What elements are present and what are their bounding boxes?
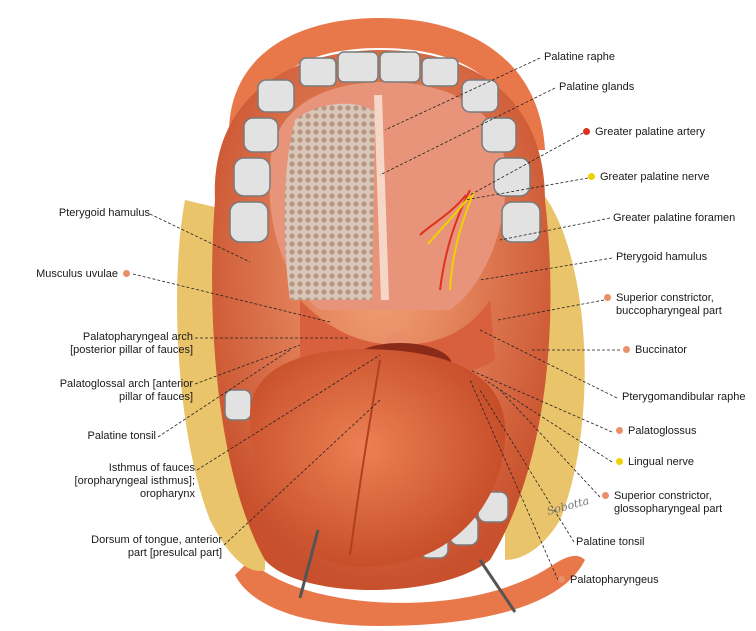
- left-retractor: [298, 529, 320, 599]
- label-palatopharyngeal-arch: Palatopharyngeal arch [posterior pillar …: [70, 331, 193, 356]
- label-greater-palatine-artery: Greater palatine artery: [583, 126, 705, 139]
- muscle-dot-icon: [616, 427, 623, 434]
- label-palatine-glands: Palatine glands: [559, 81, 635, 93]
- nerve-dot-icon: [588, 173, 595, 180]
- label-greater-palatine-foramen: Greater palatine foramen: [613, 212, 736, 224]
- artery-dot-icon: [583, 128, 590, 135]
- right-retractor: [478, 559, 517, 613]
- label-palatoglossus: Palatoglossus: [616, 425, 697, 438]
- upper-teeth: [229, 51, 541, 243]
- lower-lip: [235, 555, 585, 626]
- palatine-glands-area: [284, 103, 375, 300]
- label-palatine-tonsil-right: Palatine tonsil: [576, 536, 645, 548]
- label-palatoglossal-arch: Palatoglossal arch [anterior pillar of f…: [59, 378, 193, 403]
- muscle-dot-icon: [602, 492, 609, 499]
- palatine-raphe-line: [374, 94, 389, 301]
- label-musculus-uvulae: Musculus uvulae: [0, 268, 130, 281]
- label-lingual-nerve: Lingual nerve: [616, 456, 694, 469]
- label-superior-constrictor-glosso: Superior constrictor, glossopharyngeal p…: [602, 490, 722, 516]
- label-isthmus-of-fauces: Isthmus of fauces [oropharyngeal isthmus…: [74, 462, 195, 500]
- label-palatine-tonsil-left: Palatine tonsil: [87, 430, 157, 442]
- label-greater-palatine-nerve: Greater palatine nerve: [588, 171, 709, 184]
- label-superior-constrictor-bucco: Superior constrictor, buccopharyngeal pa…: [604, 292, 722, 318]
- palatine-vessels: [419, 189, 475, 291]
- muscle-dot-icon: [123, 270, 130, 277]
- label-palatopharyngeus: Palatopharyngeus: [558, 574, 659, 587]
- muscle-dot-icon: [623, 346, 630, 353]
- label-palatine-raphe: Palatine raphe: [544, 51, 615, 63]
- muscle-dot-icon: [604, 294, 611, 301]
- label-pterygomandibular-raphe: Pterygomandibular raphe: [622, 391, 746, 403]
- nerve-dot-icon: [616, 458, 623, 465]
- leader-lines: [132, 57, 620, 581]
- label-buccinator: Buccinator: [623, 344, 687, 357]
- label-dorsum-of-tongue: Dorsum of tongue, anterior part [presulc…: [91, 534, 222, 559]
- tongue: [250, 349, 506, 567]
- muscle-dot-icon: [558, 576, 565, 583]
- tongue-median-sulcus: [349, 359, 381, 556]
- upper-lip: [229, 18, 546, 150]
- label-pterygoid-hamulus-right: Pterygoid hamulus: [616, 251, 708, 263]
- label-pterygoid-hamulus-left: Pterygoid hamulus: [58, 207, 150, 219]
